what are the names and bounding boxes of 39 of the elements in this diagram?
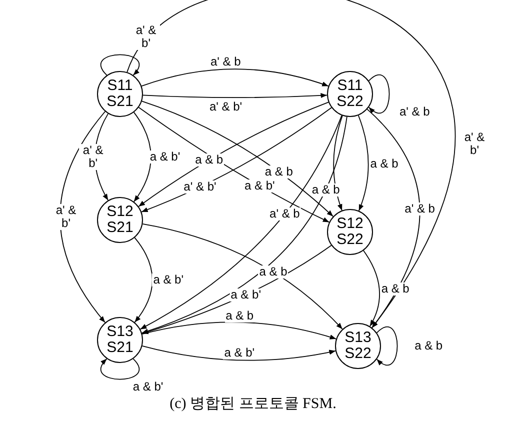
- edge-label: a & b': [132, 380, 164, 394]
- transition-arrow: [142, 345, 336, 361]
- state-circle: S13 S21: [97, 317, 143, 363]
- edge-label: a' & b: [210, 56, 242, 69]
- transition-arrow: [142, 322, 337, 340]
- edge-label: a' & b': [182, 180, 218, 194]
- transition-arrow: [358, 114, 369, 212]
- edge-label: a & b': [148, 150, 182, 164]
- edge-label: a & b': [152, 274, 185, 286]
- transition-arrow: [142, 92, 328, 98]
- edge-label: a & b: [224, 310, 255, 323]
- transition-arrow: [141, 68, 329, 87]
- state-circle: S11 S22: [327, 71, 373, 117]
- edge-label: a & b: [369, 158, 400, 171]
- transition-arrow: [366, 108, 420, 328]
- edge-label: a' & b: [268, 208, 301, 221]
- state-circle: S12 S22: [327, 209, 373, 255]
- edge-label: a & b: [264, 165, 294, 178]
- self-loop-arrow: [376, 326, 398, 366]
- state-circle: S11 S21: [97, 71, 143, 117]
- self-loop-arrow: [100, 358, 140, 380]
- edge-label: a & b': [230, 288, 262, 302]
- state-circle: S12 S21: [97, 197, 143, 243]
- edge-label: a & b: [258, 265, 288, 278]
- state-circle: S13 S22: [335, 323, 381, 369]
- edge-label: a & b': [223, 346, 256, 360]
- edge-label: a' & b: [398, 106, 431, 118]
- edge-label: a & b: [380, 282, 410, 296]
- caption: (c) 병합된 프로토콜 FSM.: [170, 396, 336, 412]
- self-loop-arrow: [368, 74, 390, 114]
- edge-label: a & b: [414, 340, 444, 352]
- edge-label: a' & b: [404, 202, 436, 216]
- transition-arrow: [142, 223, 343, 330]
- edge-label: a & b: [310, 183, 341, 196]
- edge-label: a & b': [244, 179, 276, 192]
- transition-arrow: [363, 250, 380, 327]
- self-loop-arrow: [100, 54, 140, 76]
- edge-label: a' & b': [208, 100, 244, 114]
- edge-label: a & b: [194, 154, 224, 167]
